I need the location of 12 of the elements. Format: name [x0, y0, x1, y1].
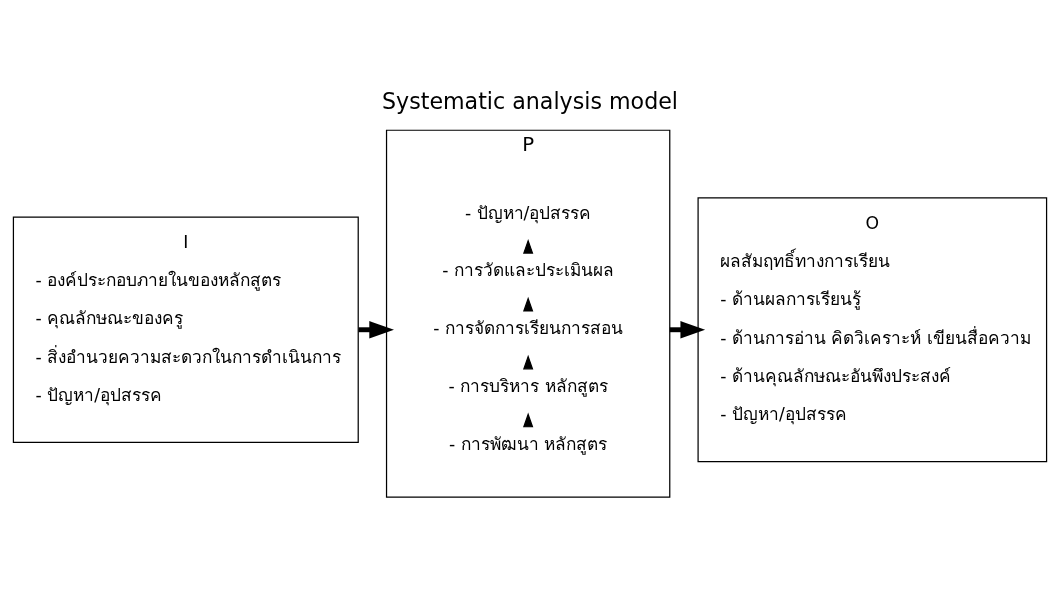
node-text: - การบริหาร หลักสูตร — [448, 376, 608, 397]
node-text: - การพัฒนา หลักสูตร — [449, 434, 608, 455]
node-box: O ผลสัมฤทธิ์ทางการเรียน - ด้านผลการเรียนรู้ - ด้านการอ่าน คิดวิเคราะห์ เขียนสื่อความ - ด้านคุณลักษณะอันพึงประสงค์ - ปัญหา/อุปสรรค — [697, 197, 1048, 463]
node-text: - ปัญหา/อุปสรรค — [464, 202, 592, 223]
arrow — [522, 354, 534, 370]
node-box: I - องค์ประกอบภายในของหลักสูตร - คุณลักษณะของครู - สิ่งอำนวยความสะดวกในการดำเนินการ - ปัญหา/อุปสรรค — [12, 216, 359, 444]
arrow — [522, 296, 534, 312]
node-text: - การจัดการเรียนการสอน — [433, 318, 623, 339]
arrow — [522, 412, 534, 428]
node-text: - การวัดและประเมินผล — [442, 260, 614, 281]
diagram-title: Systematic analysis model — [381, 87, 679, 114]
arrow — [522, 238, 534, 254]
